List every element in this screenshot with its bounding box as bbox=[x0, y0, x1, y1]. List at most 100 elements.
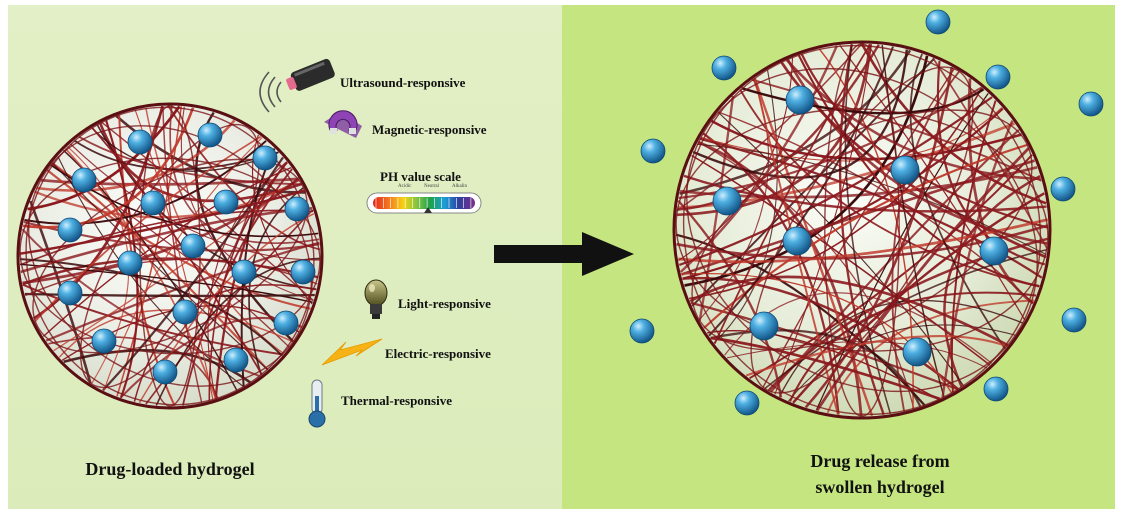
drug-particle bbox=[197, 122, 223, 148]
polymer-fiber bbox=[180, 106, 314, 301]
drug-particle bbox=[172, 299, 198, 325]
stimulus-label-light: Light-responsive bbox=[398, 296, 491, 311]
polymer-fiber bbox=[717, 111, 965, 387]
drug-particle bbox=[57, 217, 83, 243]
stimulus-label-electric: Electric-responsive bbox=[385, 346, 491, 361]
polymer-fiber bbox=[53, 178, 300, 352]
polymer-fiber bbox=[34, 178, 300, 219]
drug-particle bbox=[902, 337, 932, 367]
polymer-fiber-ring bbox=[25, 106, 315, 406]
polymer-fiber bbox=[710, 329, 922, 408]
polymer-fiber bbox=[22, 107, 195, 229]
polymer-fiber bbox=[20, 263, 313, 303]
polymer-fiber bbox=[677, 44, 880, 211]
ph-mark-alkaline: Alkalin bbox=[452, 184, 467, 189]
drug-particle bbox=[117, 250, 143, 276]
polymer-fiber bbox=[815, 147, 1030, 412]
drug-particle bbox=[223, 347, 249, 373]
polymer-fiber bbox=[745, 334, 1008, 377]
drug-particle bbox=[979, 236, 1009, 266]
polymer-fiber-ring bbox=[824, 43, 900, 417]
polymer-fiber-ring bbox=[19, 157, 321, 355]
polymer-fiber-ring bbox=[32, 158, 308, 354]
drug-particle bbox=[785, 85, 815, 115]
drug-particle bbox=[140, 190, 166, 216]
stimulus-label-ph: PH value scale bbox=[380, 169, 461, 184]
polymer-fiber bbox=[713, 69, 778, 344]
drug-particle bbox=[180, 233, 206, 259]
polymer-fiber bbox=[708, 46, 894, 337]
swollen-hydrogel-sphere bbox=[629, 9, 1104, 420]
drug-particle bbox=[57, 280, 83, 306]
polymer-fiber bbox=[788, 324, 1016, 402]
polymer-fiber-ring bbox=[682, 44, 1042, 416]
polymer-fiber bbox=[682, 107, 1004, 280]
drug-particle bbox=[782, 226, 812, 256]
polymer-fiber bbox=[710, 336, 941, 401]
polymer-fiber bbox=[941, 120, 1014, 398]
polymer-fiber bbox=[21, 228, 261, 378]
encapsulated-drug-particles bbox=[57, 122, 316, 385]
drug-particle bbox=[71, 167, 97, 193]
polymer-fiber-ring bbox=[675, 108, 1049, 352]
drug-particle bbox=[985, 64, 1011, 90]
polymer-fiber-ring bbox=[27, 125, 313, 387]
polymer-fiber bbox=[713, 43, 872, 344]
polymer-fiber bbox=[25, 258, 318, 297]
polymer-fiber-ring bbox=[686, 67, 1038, 393]
drug-particle bbox=[640, 138, 666, 164]
thermometer-icon bbox=[308, 379, 326, 428]
ph-scale-bar-icon bbox=[366, 192, 482, 214]
lightning-bolt-icon bbox=[321, 338, 383, 366]
polymer-fiber bbox=[19, 258, 283, 357]
drug-particle bbox=[1061, 307, 1087, 333]
caption-drug-release-line-2: swollen hydrogel bbox=[815, 477, 945, 497]
polymer-fiber bbox=[739, 89, 1040, 288]
polymer-fiber bbox=[70, 143, 320, 261]
drug-particle bbox=[1078, 91, 1104, 117]
drug-loaded-hydrogel-sphere bbox=[16, 102, 324, 410]
ultrasound-probe-icon bbox=[259, 58, 335, 113]
ph-mark-acidic: Acidic bbox=[398, 184, 412, 189]
polymer-fiber bbox=[785, 59, 1041, 181]
polymer-fiber bbox=[792, 192, 1045, 404]
stimulus-label-ultrasound: Ultrasound-responsive bbox=[340, 75, 466, 90]
drug-particle bbox=[925, 9, 951, 35]
horseshoe-magnet-icon bbox=[324, 110, 362, 138]
drug-particle bbox=[749, 311, 779, 341]
polymer-fiber bbox=[27, 105, 181, 211]
stimulus-label-thermal: Thermal-responsive bbox=[341, 393, 452, 408]
polymer-fiber bbox=[909, 53, 1006, 350]
caption-drug-release-line-1: Drug release from bbox=[810, 451, 950, 471]
polymer-fiber bbox=[678, 218, 1049, 264]
polymer-fiber bbox=[46, 169, 311, 310]
polymer-network-right bbox=[675, 43, 1049, 417]
drug-particle bbox=[284, 196, 310, 222]
polymer-fiber bbox=[19, 189, 306, 255]
polymer-fiber bbox=[815, 93, 989, 411]
drug-particle bbox=[127, 129, 153, 155]
polymer-fiber bbox=[207, 161, 288, 400]
drug-particle bbox=[629, 318, 655, 344]
polymer-fiber bbox=[208, 161, 288, 401]
polymer-fiber bbox=[804, 66, 954, 409]
polymer-fiber bbox=[844, 44, 892, 415]
process-arrow bbox=[494, 232, 634, 276]
drug-particle bbox=[273, 310, 299, 336]
polymer-fiber bbox=[681, 272, 953, 394]
drug-particle bbox=[711, 55, 737, 81]
polymer-fiber bbox=[677, 199, 783, 398]
polymer-fiber bbox=[162, 106, 203, 403]
stimulus-label-magnetic: Magnetic-responsive bbox=[372, 122, 487, 137]
drug-particle bbox=[231, 259, 257, 285]
polymer-fiber-ring bbox=[691, 109, 1033, 351]
released-drug-particles bbox=[629, 9, 1104, 416]
polymer-fiber bbox=[688, 87, 983, 300]
polymer-fiber bbox=[749, 154, 1033, 380]
drug-particle bbox=[290, 259, 316, 285]
drug-particle bbox=[734, 390, 760, 416]
polymer-fiber bbox=[684, 55, 929, 287]
polymer-fiber bbox=[678, 57, 794, 261]
